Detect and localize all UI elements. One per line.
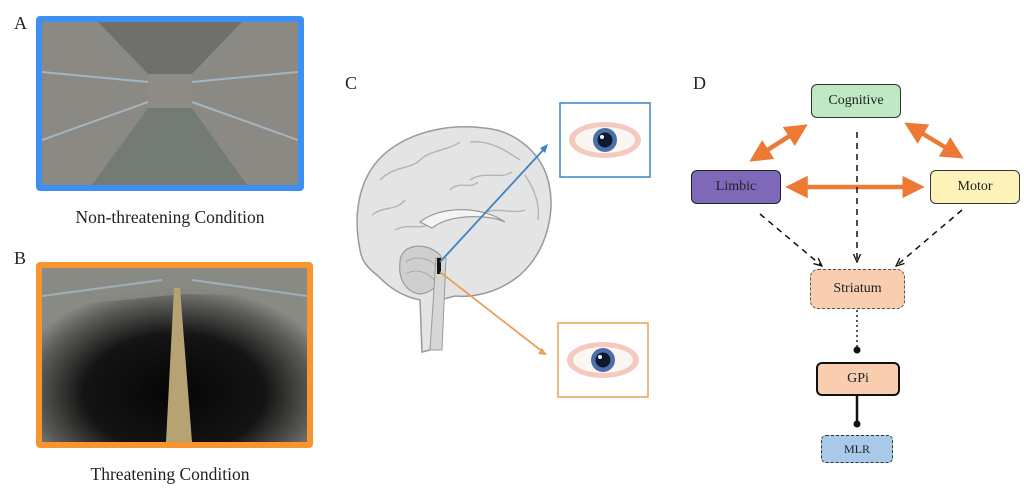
node-mlr: MLR (821, 435, 893, 463)
node-limbic: Limbic (691, 170, 781, 204)
gpi-mlr-terminal (853, 420, 861, 428)
node-cognitive: Cognitive (811, 84, 901, 118)
striatum-gpi-terminal (853, 346, 861, 354)
corridor-image-threatening (36, 262, 313, 448)
node-motor: Motor (930, 170, 1020, 204)
node-motor-label: Motor (957, 179, 993, 194)
node-gpi-label: GPi (847, 371, 869, 386)
eye-icon-top (569, 122, 641, 158)
orange-pathway-arrowhead (538, 348, 547, 355)
orange-pathway-line (439, 271, 544, 353)
caption-non-threatening: Non-threatening Condition (75, 207, 265, 227)
corridor-image-non-threatening (36, 16, 304, 191)
motor-striatum-arrow (896, 209, 963, 266)
limbic-cognitive-arrow (749, 124, 808, 162)
node-gpi: GPi (816, 362, 900, 396)
panel-label-d: D (693, 73, 706, 93)
blue-pathway-arrowhead (540, 144, 548, 153)
cognitive-motor-arrow (904, 122, 964, 159)
basal-ganglia-network-diagram: Cognitive Limbic Motor Striatum GPi MLR (680, 70, 1024, 470)
node-mlr-label: MLR (843, 441, 870, 456)
panel-label-a: A (14, 13, 27, 33)
node-striatum: Striatum (810, 269, 905, 309)
panel-label-c: C (345, 73, 358, 93)
caption-threatening: Threatening Condition (90, 464, 250, 484)
brain-sagittal-icon (356, 126, 552, 353)
brain-eye-diagram (345, 70, 675, 415)
limbic-striatum-arrow (759, 213, 822, 266)
node-cognitive-label: Cognitive (828, 93, 884, 108)
eye-icon-bottom (567, 342, 639, 378)
node-limbic-label: Limbic (715, 179, 757, 194)
panel-label-b: B (14, 248, 27, 268)
blue-pathway-line (439, 147, 546, 263)
node-striatum-label: Striatum (833, 281, 882, 296)
